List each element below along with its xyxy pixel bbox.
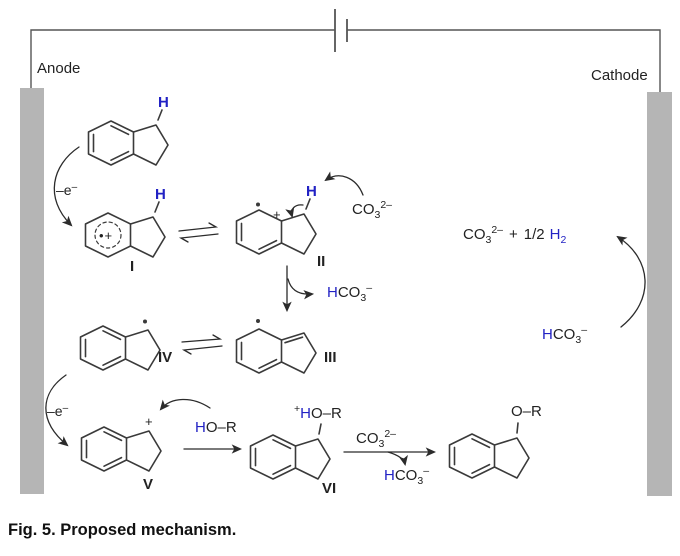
intermediate-label-vi: VI xyxy=(322,480,337,497)
equilibrium-i-ii xyxy=(178,222,219,243)
ether-label: O–R xyxy=(511,403,542,420)
arrow-anode-oxidation-1 xyxy=(53,146,80,227)
delocalization-dashed-circle xyxy=(94,221,122,249)
minus-electron-label-2: –e– xyxy=(47,403,69,419)
arrow-cathode-reduction xyxy=(616,235,646,328)
product-ether-structure xyxy=(448,422,530,479)
radical-dot xyxy=(256,202,260,207)
wire-right xyxy=(347,29,661,94)
c-h-bond xyxy=(157,109,163,121)
plus-charge-v: + xyxy=(145,414,153,429)
intermediate-label-v: V xyxy=(143,476,154,493)
intermediate-i-structure xyxy=(84,201,166,258)
c-h-bond xyxy=(305,198,311,210)
intermediate-iii-structure xyxy=(235,319,317,374)
carbonate-label-bottom: CO32– xyxy=(356,428,397,450)
intermediate-label-iv: IV xyxy=(158,349,173,366)
anode-electrode-bar xyxy=(20,88,44,494)
arrow-carbonate-deprotonation xyxy=(324,171,364,196)
intermediate-label-iii: III xyxy=(324,349,337,366)
intermediate-label-ii: II xyxy=(317,253,326,270)
intermediate-label-i: I xyxy=(130,258,135,275)
c-h-bond xyxy=(154,201,160,213)
c-o-bond xyxy=(516,422,519,434)
figure-caption: Fig. 5. Proposed mechanism. xyxy=(8,521,237,539)
arrow-anode-oxidation-2 xyxy=(45,374,69,447)
alcohol-label: HO–R xyxy=(195,419,237,436)
arrow-alcohol-attack xyxy=(159,398,211,411)
arrow-bicarbonate-leaving-1 xyxy=(287,278,315,300)
anode-label: Anode xyxy=(37,60,81,77)
arrow-ch-bond-electrons xyxy=(285,204,304,219)
adduct-label: +HO–R xyxy=(294,403,342,422)
c-o-bond xyxy=(318,423,322,435)
wire-left xyxy=(30,29,335,89)
intermediate-ii-structure xyxy=(235,198,317,255)
intermediate-v-structure xyxy=(80,426,162,472)
intermediate-vi-structure xyxy=(249,423,331,480)
equilibrium-iv-iii xyxy=(181,334,223,355)
bicarbonate-label-mid: HCO3– xyxy=(327,282,373,304)
minus-electron-label-1: –e– xyxy=(56,182,78,198)
bicarbonate-label-bottom: HCO3– xyxy=(384,465,430,487)
radical-dot xyxy=(143,319,147,324)
h-atom-start: H xyxy=(158,94,169,111)
cathode-label: Cathode xyxy=(591,67,648,84)
bicarbonate-label-cathode: HCO3– xyxy=(542,324,588,346)
radical-dot xyxy=(256,319,260,323)
radical-cation-mark-i: •+ xyxy=(99,228,114,243)
indane-start-structure xyxy=(87,109,169,166)
arrow-bicarbonate-leaving-2 xyxy=(387,451,408,467)
carbonate-label-top: CO32– xyxy=(352,199,393,221)
cathode-electrode-bar xyxy=(647,92,672,496)
intermediate-iv-structure xyxy=(79,319,161,371)
h-atom-i: H xyxy=(155,186,166,203)
h-atom-ii: H xyxy=(306,183,317,200)
plus-charge-ii: + xyxy=(273,207,281,222)
circuit-wire xyxy=(30,9,661,94)
